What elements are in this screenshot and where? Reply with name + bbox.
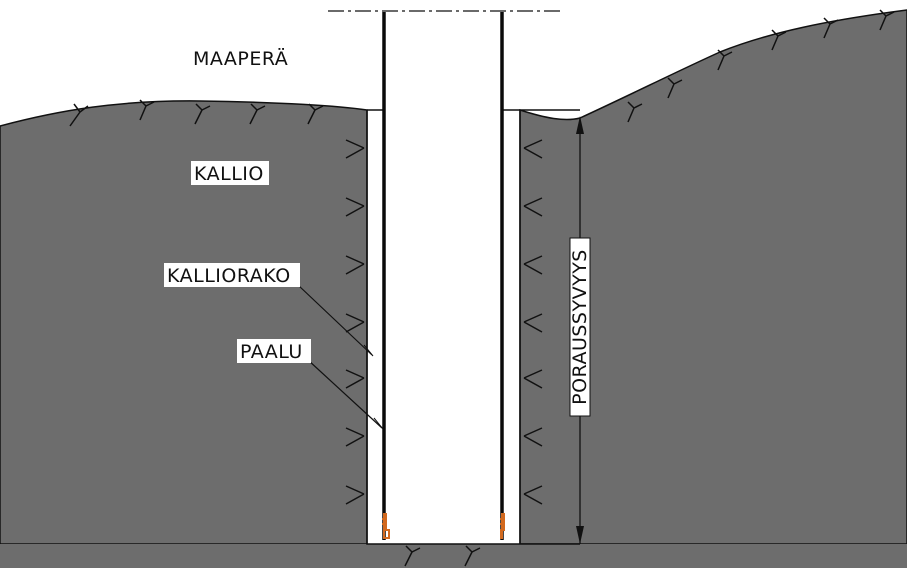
pile-leader xyxy=(307,359,383,429)
rock-gap-label: KALLIORAKO xyxy=(167,265,291,287)
rock-hatch-symbols xyxy=(69,9,895,567)
soil-label: MAAPERÄ xyxy=(193,47,288,70)
arrowhead-bottom-icon xyxy=(576,526,584,544)
arrowhead-top-icon xyxy=(576,116,584,134)
drilling-depth-label: PORAUSSYVYYS xyxy=(569,249,591,405)
rock-label-box xyxy=(191,161,269,185)
rock-gap-leader xyxy=(297,284,373,356)
bedrock-bottom xyxy=(0,544,907,568)
pile-label-box xyxy=(237,339,311,363)
drilling-depth-dimension: PORAUSSYVYYS xyxy=(569,116,591,544)
pile-leader-arrow-icon xyxy=(373,417,384,430)
bedrock-right xyxy=(519,9,907,545)
rock-gap-label-box xyxy=(164,263,300,287)
pile-label: PAALU xyxy=(240,341,303,363)
pile-tip-left xyxy=(382,513,390,539)
borehole-outline xyxy=(366,110,580,545)
rock-gap-leader-arrow-icon xyxy=(363,344,374,357)
rock-label: KALLIO xyxy=(194,163,264,185)
pile-tip-right xyxy=(500,513,505,539)
bedrock-left xyxy=(0,100,368,545)
